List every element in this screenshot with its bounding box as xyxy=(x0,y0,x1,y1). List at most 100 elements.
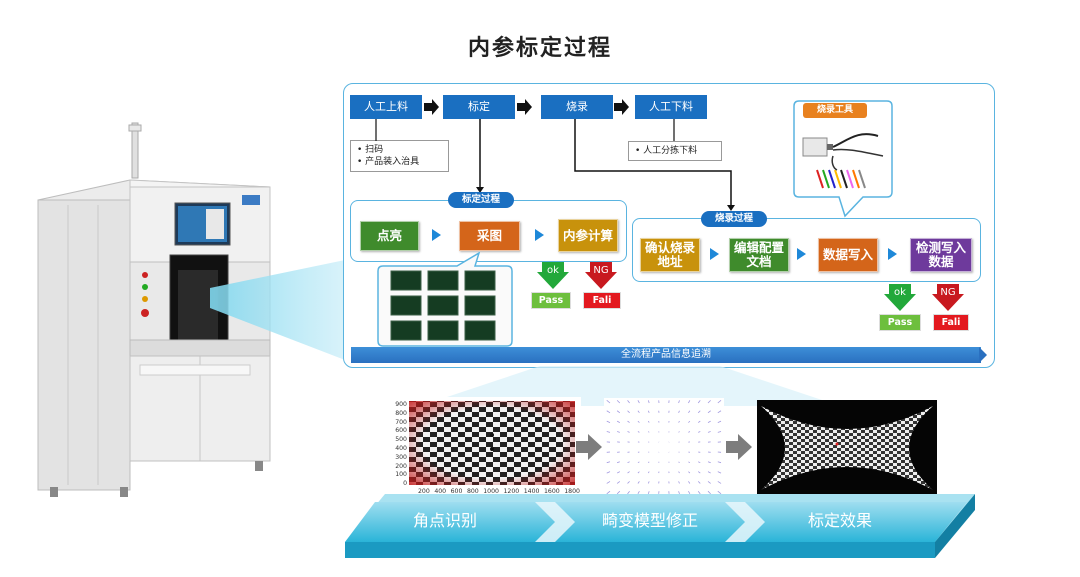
vector-mark xyxy=(688,491,691,495)
vector-mark xyxy=(637,461,640,464)
ok-arrow-icon xyxy=(537,262,569,289)
arrow-icon xyxy=(614,99,629,115)
arrow-icon xyxy=(797,248,806,260)
vector-mark xyxy=(616,481,621,484)
vector-mark xyxy=(627,481,630,484)
vector-mark xyxy=(647,481,650,484)
vector-mark xyxy=(617,431,620,433)
vector-mark xyxy=(627,471,630,474)
x-tick: 600 xyxy=(450,488,463,495)
vector-mark xyxy=(697,481,701,484)
x-tick: 1000 xyxy=(483,488,499,495)
vector-mark xyxy=(637,431,640,433)
x-axis-ticks: 200 400 600 800 1000 1200 1400 1600 1800 xyxy=(418,488,580,495)
ng-label: NG xyxy=(593,265,609,276)
y-tick: 600 xyxy=(395,427,407,435)
vector-mark xyxy=(678,471,680,474)
calib-step-light: 点亮 xyxy=(360,221,419,251)
vector-mark xyxy=(678,431,680,433)
vector-mark xyxy=(627,490,630,495)
ng-arrow-icon xyxy=(585,262,617,289)
vector-mark xyxy=(678,420,680,423)
vector-mark xyxy=(627,420,630,423)
vector-mark xyxy=(617,461,620,464)
bottom-platform xyxy=(345,494,975,558)
burn-label: 烧录过程 xyxy=(701,211,767,227)
stage-corner-detect: 角点识别 xyxy=(412,511,477,530)
y-tick: 800 xyxy=(395,409,407,417)
vector-mark xyxy=(717,420,722,423)
vector-mark xyxy=(647,400,650,404)
y-tick: 900 xyxy=(395,401,407,408)
vector-mark xyxy=(606,420,611,423)
banner-arrow-icon xyxy=(979,347,987,363)
vector-mark xyxy=(648,431,650,433)
vector-mark xyxy=(678,461,680,463)
vector-mark xyxy=(616,471,620,474)
traceability-banner: 全流程产品信息追溯 xyxy=(351,347,981,363)
x-tick: 1600 xyxy=(544,488,560,495)
burn-step-verify: 检测写入数据 xyxy=(910,238,972,272)
vector-mark xyxy=(647,410,650,413)
vector-mark xyxy=(717,490,722,495)
vector-mark xyxy=(627,461,630,464)
calib-step-compute: 内参计算 xyxy=(558,219,618,252)
vector-mark xyxy=(697,420,701,423)
y-tick: 500 xyxy=(395,436,407,444)
y-tick: 400 xyxy=(395,444,407,452)
y-tick: 700 xyxy=(395,418,407,426)
gray-arrow-icon xyxy=(576,434,602,460)
vector-mark xyxy=(606,490,611,495)
arrow-icon xyxy=(710,248,719,260)
x-tick: 200 xyxy=(418,488,430,495)
x-tick: 1200 xyxy=(503,488,520,495)
corner-detect-plot xyxy=(381,397,581,497)
flow-arrows xyxy=(424,99,629,115)
vector-mark xyxy=(707,471,711,474)
page-title: 内参标定过程 xyxy=(467,36,612,61)
burn-step-write: 数据写入 xyxy=(818,238,878,272)
flow-step-burn: 烧录 xyxy=(541,95,613,119)
vector-mark xyxy=(697,410,701,414)
vector-mark xyxy=(717,431,722,433)
projection-beam xyxy=(210,260,345,360)
x-tick: 1400 xyxy=(523,488,540,495)
vector-mark xyxy=(697,490,701,495)
y-tick: 0 xyxy=(403,480,407,488)
arrow-icon xyxy=(432,229,441,241)
calibration-result-image xyxy=(757,400,937,495)
load-notes: 扫码 产品装入治具 xyxy=(350,140,449,172)
vector-mark xyxy=(678,410,680,413)
vector-mark xyxy=(606,481,611,484)
arrow-icon xyxy=(517,99,532,115)
x-tick: 800 xyxy=(466,488,479,495)
vector-mark xyxy=(697,400,701,404)
fail-badge: Fali xyxy=(583,292,621,309)
vector-mark xyxy=(698,461,701,464)
vector-mark xyxy=(707,400,711,404)
vector-mark xyxy=(606,400,611,404)
ok-label: ok xyxy=(547,265,559,276)
flow-step-unload: 人工下料 xyxy=(635,95,707,119)
vector-mark xyxy=(688,410,691,414)
load-note-item: 扫码 xyxy=(357,144,442,156)
x-tick: 1800 xyxy=(564,488,580,495)
y-axis-ticks: 900 800 700 600 500 400 300 200 100 0 xyxy=(381,401,407,489)
stage-distortion-correct: 畸变模型修正 xyxy=(601,511,698,530)
vector-mark xyxy=(688,481,691,484)
stage-calib-effect: 标定效果 xyxy=(807,511,872,530)
burn-step-config: 编辑配置文档 xyxy=(729,238,789,272)
ng-arrow-icon xyxy=(932,284,964,311)
ok-label: ok xyxy=(894,287,906,298)
calib-step-capture: 采图 xyxy=(459,221,520,251)
vector-mark xyxy=(606,461,611,464)
vector-mark xyxy=(616,490,621,495)
capture-grid xyxy=(377,252,513,347)
vector-mark xyxy=(678,481,680,484)
vector-mark xyxy=(637,410,640,414)
vector-mark xyxy=(616,400,621,404)
vector-mark xyxy=(616,410,621,414)
vector-mark xyxy=(648,461,650,463)
arrow-icon xyxy=(888,248,897,260)
flow-step-load: 人工上料 xyxy=(350,95,422,119)
